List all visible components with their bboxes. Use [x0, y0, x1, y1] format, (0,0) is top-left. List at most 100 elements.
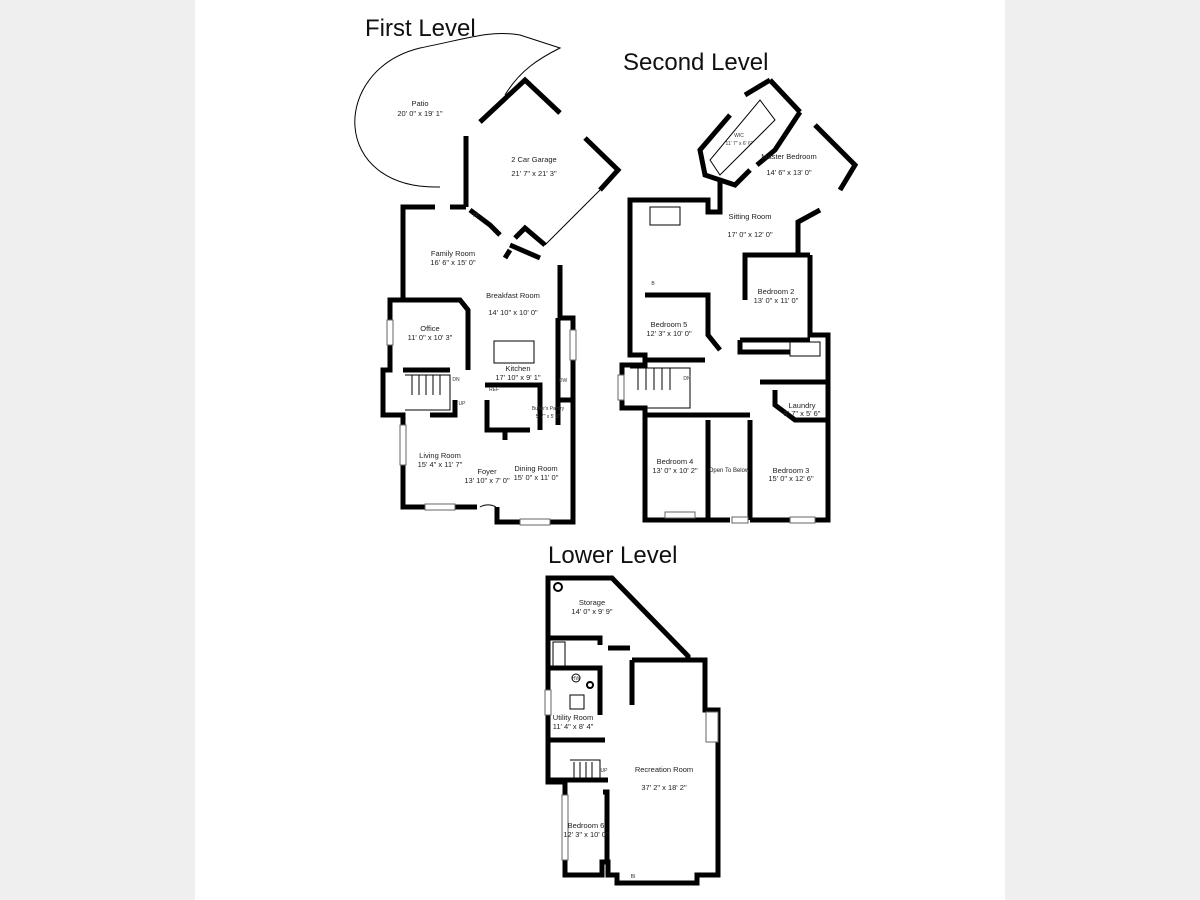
stairs-down-label: DN [452, 377, 460, 383]
second-level-walls [619, 77, 859, 523]
bathtub [649, 206, 681, 226]
window [561, 794, 569, 861]
room-name-laundry: Laundry [788, 401, 815, 410]
room-name-storage: Storage [579, 598, 605, 607]
first-level-walls [380, 204, 576, 525]
room-name-breakfast-room: Breakfast Room [486, 291, 540, 300]
lower-interior-walls [548, 635, 688, 862]
window [424, 503, 456, 511]
room-dims-master-bedroom: 14' 6" x 13' 0" [766, 168, 812, 177]
room-dims-foyer: 13' 10" x 7' 0" [464, 476, 510, 485]
room-dims-bedroom-6: 12' 3" x 10' 0" [563, 830, 609, 839]
room-name-office: Office [420, 324, 439, 333]
stairs [405, 374, 451, 411]
room-dims-wic: 11' 7" x 6' 6" [725, 141, 752, 147]
room-dims-patio: 20' 0" x 19' 1" [397, 109, 443, 118]
stairs-down-label: DN [683, 376, 691, 382]
water-heater-icon [571, 673, 581, 683]
window [731, 516, 749, 524]
room-name-garage: 2 Car Garage [511, 155, 556, 164]
room-dims-utility-room: 11' 4" x 8' 4" [553, 722, 594, 731]
garage-entry-walls [468, 208, 541, 261]
room-dims-bedroom-3: 15' 0" x 12' 6" [768, 474, 814, 483]
room-name-bedroom-3: Bedroom 3 [773, 466, 810, 475]
patio-outline [354, 32, 562, 188]
room-name-open-to-below: Open To Below [709, 468, 750, 474]
room-dims-sitting-room: 17' 0" x 12' 0" [727, 230, 773, 239]
built-in-label: BI [631, 874, 636, 880]
b-label: B [651, 281, 655, 287]
room-dims-office: 11' 0" x 10' 3" [408, 333, 453, 342]
kitchen-island [493, 340, 535, 364]
room-name-wic: WIC [734, 133, 744, 139]
garage-walls [463, 76, 622, 247]
water-heater-label: HW [572, 676, 581, 682]
room-name-recreation-room: Recreation Room [635, 765, 693, 774]
room-name-family-room: Family Room [431, 249, 475, 258]
bathtub [789, 341, 821, 357]
lower-level-plan: Lower Level Storage 14' 0" x 9' 9" Utili… [544, 542, 721, 886]
room-dims-family-room: 16' 6" x 15' 0" [430, 258, 476, 267]
room-name-bedroom-2: Bedroom 2 [758, 287, 795, 296]
room-name-kitchen: Kitchen [505, 364, 530, 373]
room-dims-bedroom-2: 13' 0" x 11' 0" [754, 296, 799, 305]
room-name-bedroom-6: Bedroom 6 [568, 821, 605, 830]
room-name-foyer: Foyer [477, 467, 497, 476]
room-name-bedroom-4: Bedroom 4 [657, 457, 694, 466]
first-level-title: First Level [365, 15, 476, 42]
lower-level-walls [545, 575, 721, 886]
second-level-plan: Second Level WIC 11' 7" x 6' 6" Master B… [617, 49, 859, 524]
room-name-living-room: Living Room [419, 451, 461, 460]
bedroom4-walls [645, 412, 753, 520]
front-door [479, 504, 497, 508]
washer-dryer [569, 694, 585, 710]
lower-level-title: Lower Level [548, 542, 677, 569]
room-dims-laundry: 8' 7" x 5' 6" [784, 409, 821, 418]
window [544, 689, 552, 716]
room-dims-living-room: 15' 4" x 11' 7" [418, 460, 463, 469]
bath-laundry-walls [737, 337, 828, 423]
pantry-right-walls [555, 318, 573, 425]
stairs-up-label: UP [459, 401, 467, 407]
window [569, 329, 577, 361]
room-dims-dining-room: 15' 0" x 11' 0" [514, 473, 559, 482]
stairs [630, 367, 691, 409]
window-well [705, 711, 719, 743]
room-dims-storage: 14' 0" x 9' 9" [571, 607, 612, 616]
room-name-sitting-room: Sitting Room [729, 212, 772, 221]
wic-walls [719, 110, 803, 188]
kitchen-pantry-walls [484, 382, 543, 440]
sump-pump-icon [553, 582, 563, 592]
window [617, 374, 625, 401]
window [386, 319, 394, 346]
fireplace-label: FP [473, 213, 480, 219]
room-dims-bedroom-5: 12' 3" x 10' 0" [646, 329, 692, 338]
second-level-title: Second Level [623, 49, 768, 76]
window [664, 511, 696, 519]
room-name-butlers-pantry: Butler's Pantry [532, 406, 565, 412]
room-name-master-bedroom: Master Bedroom [761, 152, 816, 161]
stair-walls [403, 367, 458, 418]
room-name-dining-room: Dining Room [514, 464, 557, 473]
window [789, 516, 816, 524]
wic-shelves [709, 99, 776, 176]
room-dims-recreation-room: 37' 2" x 18' 2" [641, 783, 687, 792]
stairs [570, 759, 601, 780]
room-name-bedroom-5: Bedroom 5 [651, 320, 688, 329]
room-dims-butlers-pantry: 5' 7" x 5' 0" [536, 414, 561, 420]
room-dims-garage: 21' 7" x 21' 3" [511, 169, 557, 178]
furnace-icon [586, 681, 594, 689]
room-dims-breakfast-room: 14' 10" x 10' 0" [488, 308, 538, 317]
dishwasher-label: DW [559, 378, 568, 384]
room-name-patio: Patio [411, 99, 428, 108]
refrigerator-label: REF [489, 387, 499, 393]
room-name-utility-room: Utility Room [553, 713, 593, 722]
room-dims-bedroom-4: 13' 0" x 10' 2" [652, 466, 698, 475]
room-dims-kitchen: 17' 10" x 9' 1" [495, 373, 541, 382]
garage-door [544, 189, 601, 246]
stairs-up-label: UP [601, 768, 609, 774]
bathtub [552, 641, 566, 668]
window [519, 518, 551, 526]
window [399, 424, 407, 466]
